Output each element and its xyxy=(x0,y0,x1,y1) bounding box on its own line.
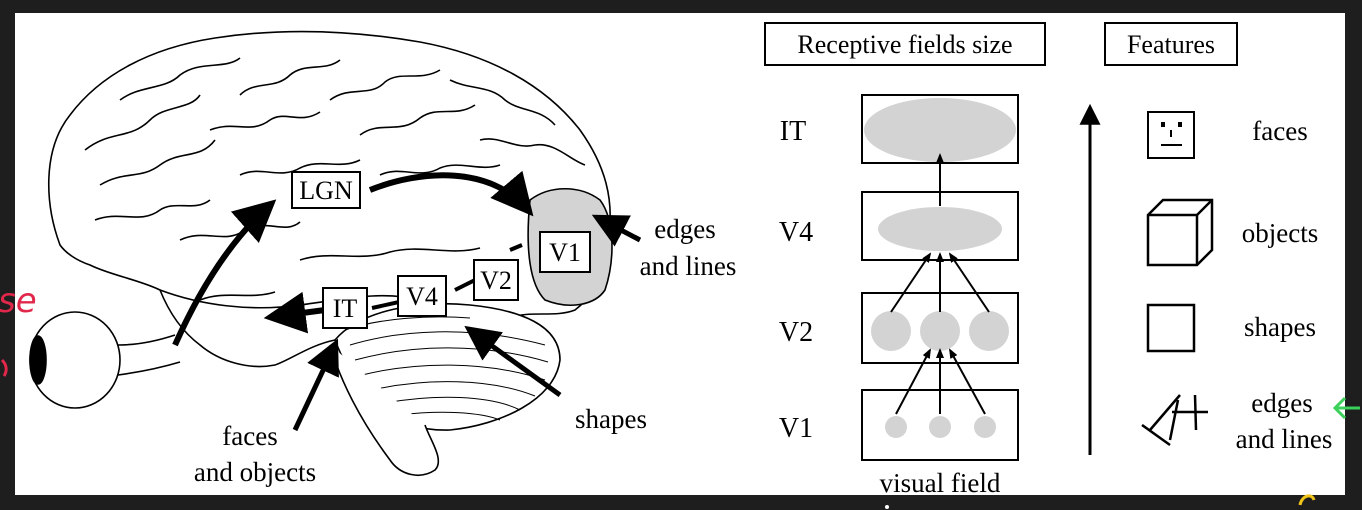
handwritten-annotations: se xyxy=(0,281,1360,509)
receptive-field-v1-right xyxy=(974,416,996,438)
yellow-mark-icon xyxy=(1298,494,1316,506)
shapes-pointer-arrow xyxy=(464,325,562,398)
receptive-field-v2-right xyxy=(969,311,1009,351)
receptive-field-v1-left xyxy=(885,416,907,438)
convergence-arrows xyxy=(890,153,990,415)
visual-field-label: visual field xyxy=(880,468,1001,498)
figure-panel xyxy=(15,13,1345,495)
brain-area-boxes: LGN V1 V2 V4 IT xyxy=(291,171,591,329)
brain-callouts: edges and lines shapes faces and objects xyxy=(194,214,736,487)
faces-callout-line1: faces xyxy=(222,421,277,451)
features-header: Features xyxy=(1127,30,1215,59)
level-label-it: IT xyxy=(780,116,806,147)
edges-callout-line1: edges xyxy=(654,214,715,244)
receptive-field-v2-center xyxy=(920,311,960,351)
faces-callout-line2: and objects xyxy=(194,457,316,487)
lgn-label: LGN xyxy=(299,176,353,205)
level-label-v2: V2 xyxy=(779,317,813,348)
feature-label-faces: faces xyxy=(1252,116,1307,146)
green-arrow-icon xyxy=(1332,396,1360,420)
it-outgoing-arrow xyxy=(263,291,326,334)
receptive-field-v1-center xyxy=(929,416,951,438)
v4-label: V4 xyxy=(406,282,438,311)
cube-icon xyxy=(1146,198,1214,267)
v1-label: V1 xyxy=(549,238,581,267)
receptive-fields-header: Receptive fields size xyxy=(797,30,1012,59)
edges-icon xyxy=(1141,394,1208,447)
lgn-to-v1-arrow xyxy=(368,170,534,217)
square-icon xyxy=(1146,303,1196,353)
feature-label-edges-line2: and lines xyxy=(1236,424,1333,454)
level-box-it xyxy=(861,94,1019,164)
brain-illustration xyxy=(29,30,613,476)
red-annotation-text: se xyxy=(0,281,37,321)
receptive-field-v2-left xyxy=(871,311,911,351)
feature-label-objects: objects xyxy=(1242,218,1318,248)
red-annotation-mark xyxy=(0,358,8,377)
feature-label-edges-line1: edges xyxy=(1251,388,1312,418)
receptive-field-v4 xyxy=(878,207,1002,251)
pathway-arrows xyxy=(172,170,642,432)
faces-pointer-arrow xyxy=(292,338,339,432)
receptive-field-it xyxy=(864,98,1016,162)
eye-icon xyxy=(29,311,181,409)
feature-label-shapes: shapes xyxy=(1244,312,1316,342)
hierarchy-diagram: Receptive fields size Features IT V4 V2 … xyxy=(764,22,1333,498)
edges-callout-line2: and lines xyxy=(640,251,737,281)
eye-to-lgn-arrow xyxy=(172,199,277,347)
brain-stem xyxy=(329,344,440,476)
brain-outline xyxy=(48,30,611,368)
shapes-callout: shapes xyxy=(575,404,647,434)
it-label: IT xyxy=(333,294,358,323)
level-label-v4: V4 xyxy=(779,217,813,248)
white-dot-mark xyxy=(885,505,889,509)
edges-pointer-arrow xyxy=(591,214,642,247)
v2-label: V2 xyxy=(480,266,512,295)
face-icon xyxy=(1147,111,1195,159)
level-label-v1: V1 xyxy=(779,413,813,444)
